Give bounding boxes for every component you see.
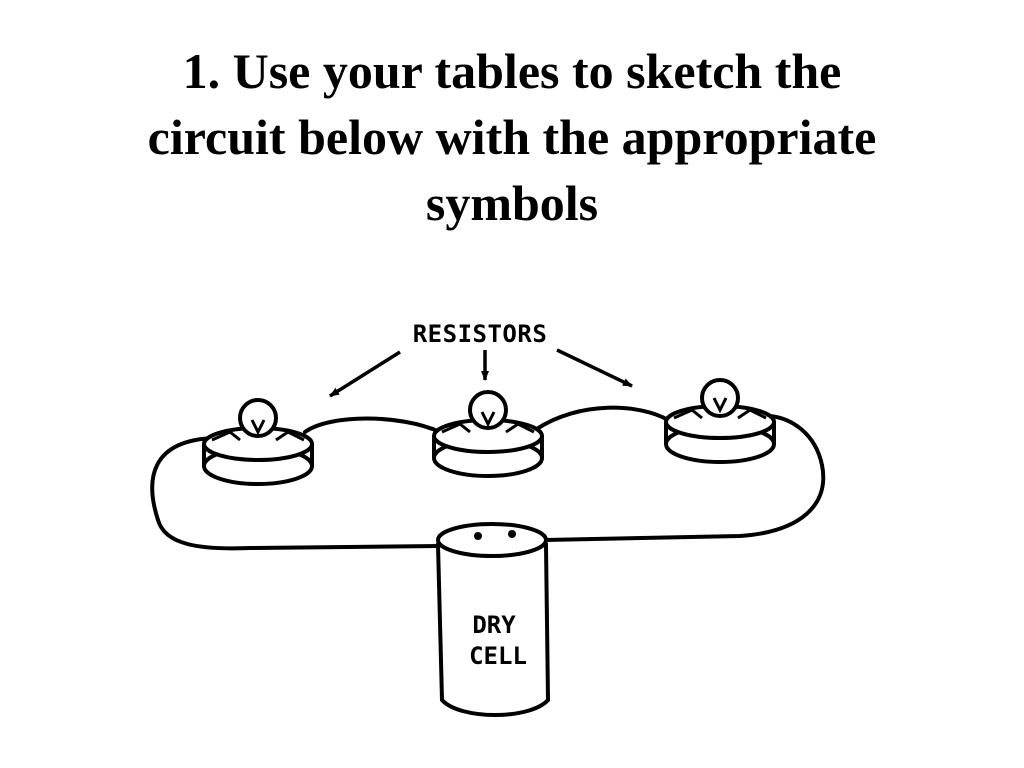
title-line-3: symbols (425, 175, 599, 231)
dry-cell (435, 522, 551, 717)
circuit-wire (150, 405, 826, 551)
resistors-label: RESISTORS (413, 320, 548, 348)
resistor-bulb-3 (664, 378, 776, 464)
arrow-right (556, 348, 633, 388)
resistor-bulb-2 (432, 390, 544, 478)
slide-title: 1. Use your tables to sketch the circuit… (40, 38, 984, 236)
resistor-bulb-1 (202, 398, 314, 486)
title-line-1: 1. Use your tables to sketch the (182, 43, 842, 99)
dry-cell-label-line-1: DRY (472, 611, 516, 639)
title-line-2: circuit below with the appropriate (147, 109, 877, 165)
resistor-arrows (329, 348, 633, 398)
arrow-left (329, 350, 401, 398)
dry-cell-label-line-2: CELL (469, 642, 527, 670)
